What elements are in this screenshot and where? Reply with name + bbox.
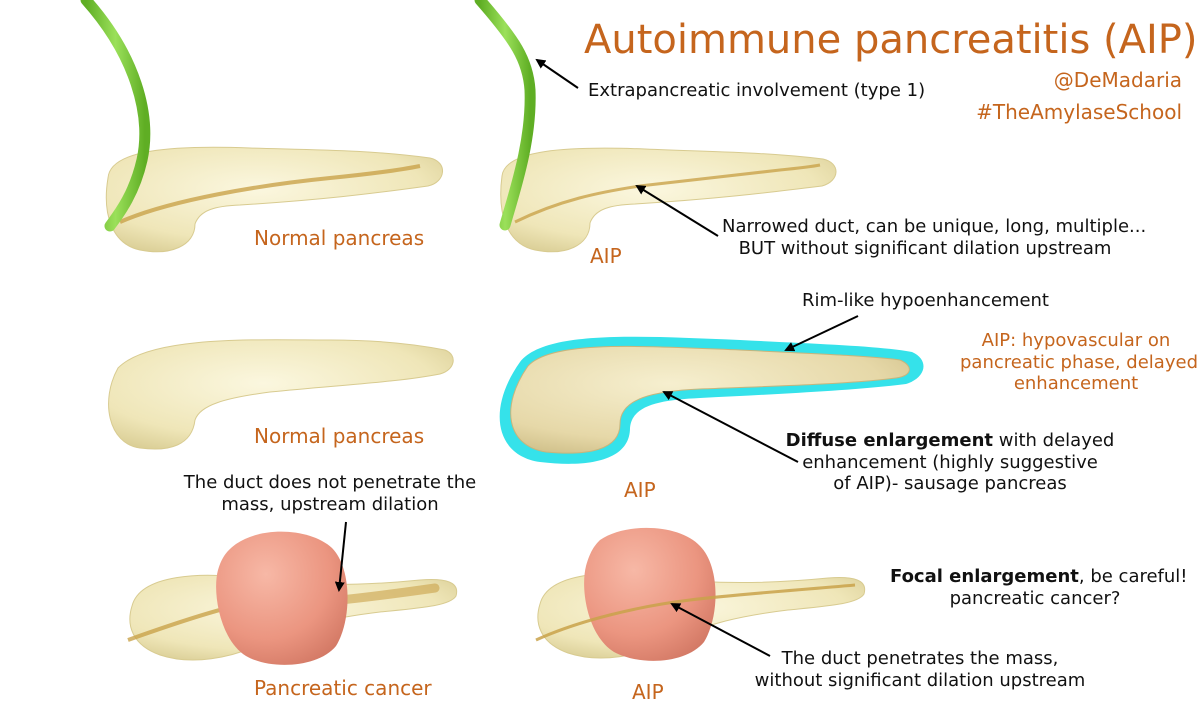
note-duct-not-penetrate-line1: The duct does not penetrate the <box>183 472 477 493</box>
label-pancreatic-cancer: Pancreatic cancer <box>254 676 432 700</box>
author-handle: @DeMadaria <box>1053 68 1182 92</box>
pancreas-bottom-right <box>535 527 866 661</box>
page-title: Autoimmune pancreatitis (AIP) <box>584 17 1198 63</box>
note-aip-hypovascular-line2: pancreatic phase, delayed <box>960 351 1198 373</box>
note-narrowed-duct-line1: Narrowed duct, can be unique, long, mult… <box>722 216 1147 237</box>
note-diffuse: Diffuse enlargement with delayed enhance… <box>780 430 1120 495</box>
note-focal-line2: pancreatic cancer? <box>949 587 1121 609</box>
pancreas-bottom-left <box>127 531 458 665</box>
note-focal-line1: , be careful! <box>1078 566 1188 587</box>
pancreas-middle-left <box>108 339 454 450</box>
tumor-mass-left <box>216 531 348 665</box>
note-duct-not-penetrate: The duct does not penetrate the mass, up… <box>180 472 480 515</box>
hashtag-handle: #TheAmylaseSchool <box>976 100 1182 124</box>
note-focal-bold: Focal enlargement <box>890 566 1079 587</box>
note-aip-hypovascular-line1: AIP: hypovascular on <box>981 330 1171 351</box>
label-normal-pancreas-middle: Normal pancreas <box>254 424 425 448</box>
arrow-duct-penetrates <box>670 603 771 657</box>
arrow-diffuse <box>662 391 799 463</box>
pancreas-middle-right <box>499 336 924 464</box>
note-extrapancreatic: Extrapancreatic involvement (type 1) <box>588 80 926 101</box>
pancreas-top-right <box>500 147 837 253</box>
note-narrowed-duct: Narrowed duct, can be unique, long, mult… <box>722 216 1147 259</box>
note-duct-not-penetrate-line2: mass, upstream dilation <box>221 493 439 515</box>
arrow-duct-not-penetrate <box>334 521 347 592</box>
bile-duct-left <box>80 0 151 232</box>
label-aip-bottom: AIP <box>632 680 664 704</box>
bile-duct-right <box>474 0 536 231</box>
note-duct-penetrates: The duct penetrates the mass, without si… <box>740 648 1100 691</box>
note-aip-hypovascular-line3: enhancement <box>1013 373 1139 395</box>
note-narrowed-duct-line2: BUT without significant dilation upstrea… <box>738 237 1112 259</box>
note-diffuse-line3: of AIP)- sausage pancreas <box>833 473 1067 495</box>
tumor-mass-right <box>584 527 716 661</box>
note-diffuse-bold: Diffuse enlargement <box>785 430 994 451</box>
arrow-rim <box>784 315 859 352</box>
note-rim: Rim-like hypoenhancement <box>802 290 1049 311</box>
label-aip-middle: AIP <box>624 478 656 502</box>
note-diffuse-line1: with delayed <box>993 430 1115 451</box>
note-duct-penetrates-line2: without significant dilation upstream <box>754 669 1086 691</box>
note-aip-hypovascular: AIP: hypovascular on pancreatic phase, d… <box>960 330 1198 395</box>
note-focal: Focal enlargement, be careful! pancreati… <box>890 566 1188 609</box>
label-aip-top: AIP <box>590 244 622 268</box>
pancreas-top-left <box>105 146 443 253</box>
label-normal-pancreas-top: Normal pancreas <box>254 226 425 250</box>
arrow-narrowed-duct <box>635 184 719 237</box>
note-duct-penetrates-line1: The duct penetrates the mass, <box>781 648 1059 669</box>
note-diffuse-line2: enhancement (highly suggestive <box>802 451 1098 473</box>
arrow-extrapancreatic <box>535 58 579 89</box>
